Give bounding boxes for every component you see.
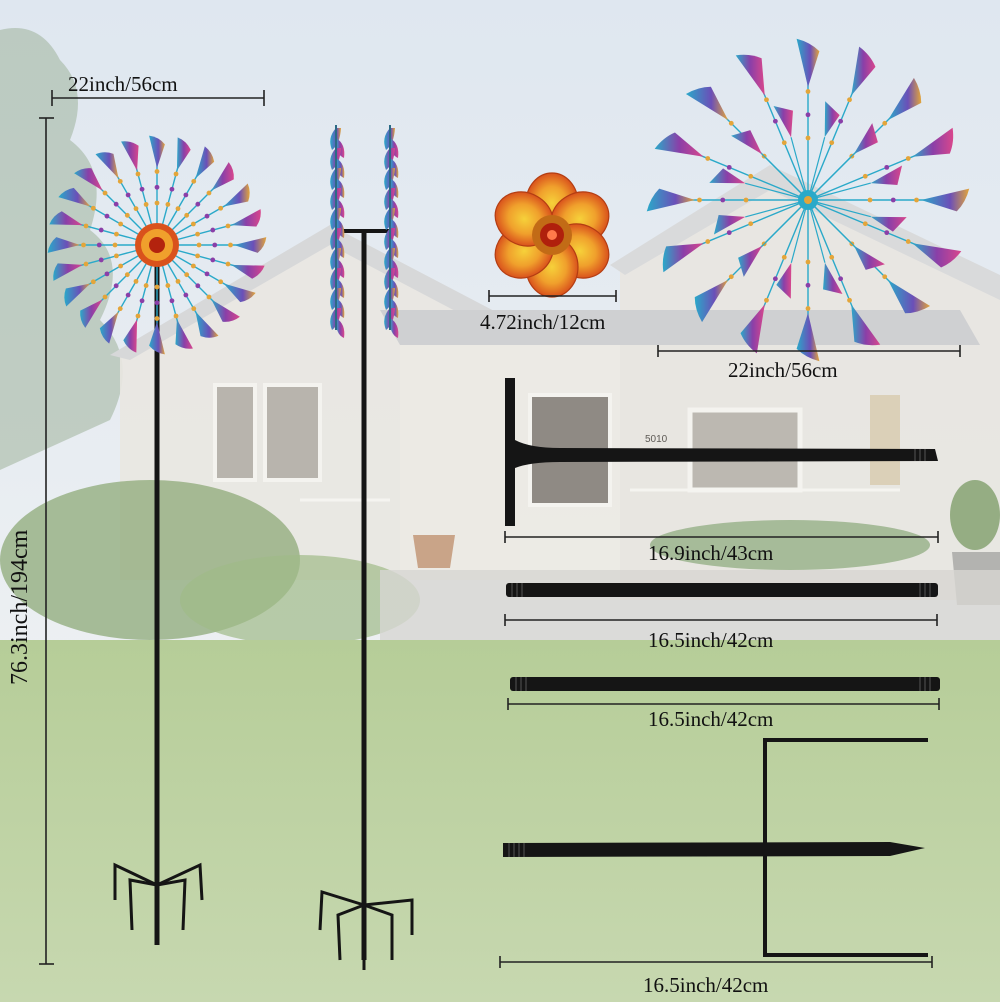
stake-length-label: 16.5inch/42cm <box>643 973 769 997</box>
top-rod-length-label: 16.9inch/43cm <box>648 541 774 565</box>
middle-rod-2-part <box>510 677 940 691</box>
wheel-width-label: 22inch/56cm <box>728 358 838 382</box>
spinner-wheel-large <box>646 38 970 362</box>
top-rod-part <box>505 378 938 526</box>
spinner-wheel-front <box>47 135 267 355</box>
middle-rod-2-length-label: 16.5inch/42cm <box>648 707 774 731</box>
flower-part-icon <box>494 172 610 298</box>
flower-center-icon <box>135 223 179 267</box>
middle-rod-1-length-label: 16.5inch/42cm <box>648 628 774 652</box>
middle-rod-1-part <box>506 583 938 597</box>
flower-width-label: 4.72inch/12cm <box>480 310 606 334</box>
house-number: 5010 <box>645 434 668 445</box>
dimension-lines <box>39 90 961 968</box>
assembled-spinner-side <box>318 125 414 970</box>
total-height-label: 76.3inch/194cm <box>7 529 33 685</box>
ground-stake-part <box>503 738 928 957</box>
assembled-spinner-front <box>47 135 267 945</box>
spinner-width-label: 22inch/56cm <box>68 72 178 96</box>
